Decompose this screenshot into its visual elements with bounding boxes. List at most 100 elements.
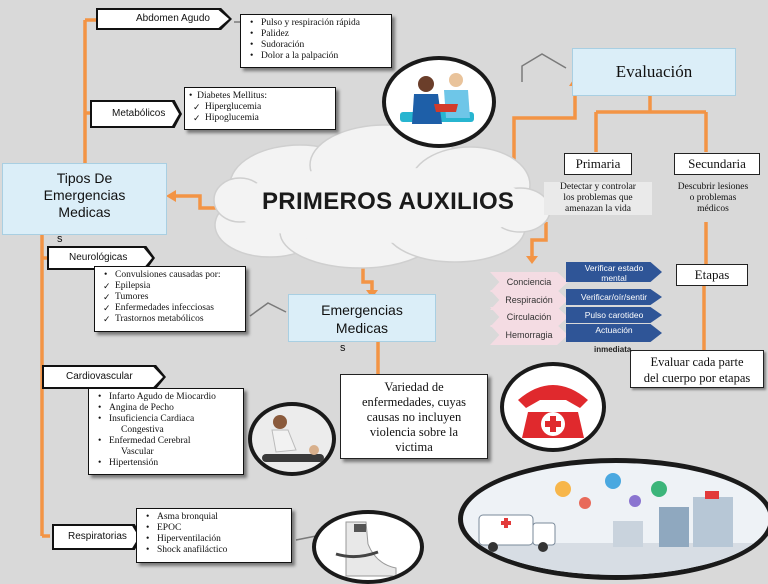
- etapas-desc: Evaluar cada parte del cuerpo por etapas: [630, 350, 764, 388]
- emergencias-node[interactable]: Emergencias Medicas: [288, 294, 436, 342]
- neurologicas-item: Epilepsia: [103, 281, 239, 292]
- evaluacion-node[interactable]: Evaluación: [572, 48, 736, 96]
- cardiovascular-label: Cardiovascular: [44, 367, 163, 387]
- respiratorias-item: Asma bronquial: [146, 512, 285, 523]
- tipos-title-l1: Tipos De: [56, 170, 113, 186]
- emergencias-desc-l2: enfermedades, cuyas: [361, 395, 467, 409]
- emergencias-title-l2: Medicas: [335, 320, 389, 336]
- step-right: Verificar/oír/sentir: [566, 289, 662, 305]
- decor-line-emerg: [249, 302, 287, 317]
- cardiovascular-item: Enfermedad Cerebral: [98, 436, 237, 447]
- cardiovascular-list: Infarto Agudo de Miocardio Angina de Pec…: [88, 388, 244, 475]
- primaria-desc-l3: amenazan la vida: [565, 204, 631, 214]
- emergencias-desc-l1: Variedad de: [384, 380, 444, 394]
- step-right: Pulso carotideo: [566, 307, 662, 323]
- cardiovascular-item: Hipertensión: [98, 458, 237, 469]
- arrowhead-steps: [526, 256, 538, 264]
- respiratory-image: [312, 510, 424, 584]
- tipos-title-l2: Emergencias: [43, 187, 126, 203]
- step-left: Hemorragia: [490, 325, 568, 345]
- abdomen-list: Pulso y respiración rápida Palidez Sudor…: [240, 14, 392, 68]
- emergencias-title-l3: s: [340, 342, 346, 354]
- paramedic-image: [382, 56, 496, 148]
- step-right-l1: Pulso carotideo: [584, 310, 644, 320]
- etapas-label: Etapas: [694, 267, 730, 282]
- metabolicos-tag[interactable]: Metabólicos: [90, 100, 182, 128]
- step-right: Actuación: [566, 324, 662, 342]
- emergencias-desc-l4: violencia sobre la: [369, 425, 459, 439]
- step-right-l1: Actuación: [595, 325, 633, 335]
- primaria-desc-l1: Detectar y controlar: [560, 182, 636, 192]
- secundaria-label: Secundaria: [688, 156, 746, 171]
- neurologicas-list: Convulsiones causadas por: Epilepsia Tum…: [94, 266, 246, 332]
- step-left: Conciencia: [490, 272, 568, 292]
- step-left: Respiración: [490, 290, 568, 310]
- step-left-label: Hemorragia: [505, 330, 553, 340]
- decor-line-resp: [295, 535, 317, 541]
- connector-primaria-steps: [530, 222, 548, 256]
- step-right-l1: Verificar/oír/sentir: [580, 292, 648, 302]
- etapas-node[interactable]: Etapas: [676, 264, 748, 286]
- respiratorias-label: Respiratorias: [54, 526, 139, 548]
- connector-eval-split: [594, 96, 708, 152]
- respiratorias-item: EPOC: [146, 523, 285, 534]
- abdomen-item: Sudoración: [250, 40, 385, 51]
- cpr-image: [248, 402, 336, 476]
- emergencias-desc-l3: causas no incluyen: [366, 410, 462, 424]
- step-left: Circulación: [490, 307, 568, 327]
- respiratorias-tag[interactable]: Respiratorias: [52, 524, 142, 550]
- abdomen-tag[interactable]: Abdomen Agudo: [96, 8, 232, 30]
- emergencias-title-l1: Emergencias: [321, 302, 403, 318]
- cardiovascular-tag[interactable]: Cardiovascular: [42, 365, 166, 389]
- decor-line-eval: [521, 53, 567, 82]
- primaria-node[interactable]: Primaria: [564, 153, 632, 175]
- respiratorias-list: Asma bronquial EPOC Hiperventilación Sho…: [136, 508, 292, 563]
- abdomen-item: Palidez: [250, 29, 385, 40]
- center-title: PRIMEROS AUXILIOS: [262, 188, 515, 215]
- metabolicos-header: Diabetes Mellitus:: [197, 91, 267, 101]
- etapas-desc-l1: Evaluar cada parte: [650, 355, 744, 369]
- metabolicos-label: Metabólicos: [92, 102, 179, 126]
- step-left-label: Respiración: [505, 295, 553, 305]
- neurologicas-item: Trastornos metabólicos: [103, 314, 239, 325]
- secundaria-node[interactable]: Secundaria: [674, 153, 760, 175]
- metabolicos-item: Hipoglucemia: [193, 113, 329, 124]
- step-left-label: Circulación: [506, 312, 552, 322]
- secundaria-desc-l1: Descubrir lesiones: [677, 182, 749, 192]
- connector-cloud-emergencias: [361, 262, 374, 292]
- evaluacion-title: Evaluación: [615, 62, 693, 81]
- city-health-image: [458, 458, 768, 580]
- cardiovascular-item: Infarto Agudo de Miocardio: [98, 392, 237, 403]
- tipos-title-l3: Medicas: [58, 204, 111, 220]
- tipos-node[interactable]: Tipos De Emergencias Medicas: [2, 163, 167, 235]
- secundaria-desc: Descubrir lesiones o problemas médicos: [662, 182, 764, 215]
- emergencias-desc: Variedad de enfermedades, cuyas causas n…: [340, 374, 488, 459]
- respiratorias-item: Hiperventilación: [146, 534, 285, 545]
- abdomen-item: Dolor a la palpación: [250, 51, 385, 62]
- arrowhead-tipos: [166, 190, 176, 202]
- cardiovascular-item: Vascular: [121, 447, 154, 457]
- emergencias-desc-l5: victima: [395, 440, 433, 454]
- cardiovascular-item: Congestiva: [121, 425, 164, 435]
- steps-extra: inmediata: [594, 345, 632, 354]
- primaria-label: Primaria: [575, 156, 621, 171]
- respiratorias-item: Shock anafiláctico: [146, 545, 285, 556]
- abdomen-label: Abdomen Agudo: [98, 10, 229, 28]
- cardiovascular-item: Angina de Pecho: [98, 403, 237, 414]
- cardiovascular-item: Insuficiencia Cardiaca: [98, 414, 237, 425]
- primaria-desc-l2: los problemas que: [563, 193, 633, 203]
- abdomen-item: Pulso y respiración rápida: [250, 18, 385, 29]
- step-right-l1: Verificar estado: [584, 263, 644, 273]
- secundaria-desc-l3: médicos: [697, 204, 729, 214]
- metabolicos-item: Hiperglucemia: [193, 102, 329, 113]
- step-right-l2: mental: [601, 273, 627, 283]
- secundaria-desc-l2: o problemas: [689, 193, 737, 203]
- etapas-desc-l2: del cuerpo por etapas: [643, 371, 751, 385]
- neurologicas-item: Enfermedades infecciosas: [103, 303, 239, 314]
- neurologicas-item: Convulsiones causadas por:: [104, 270, 239, 281]
- tipos-title-l4: s: [57, 233, 63, 245]
- neurologicas-item: Tumores: [103, 292, 239, 303]
- primaria-desc: Detectar y controlar los problemas que a…: [544, 182, 652, 215]
